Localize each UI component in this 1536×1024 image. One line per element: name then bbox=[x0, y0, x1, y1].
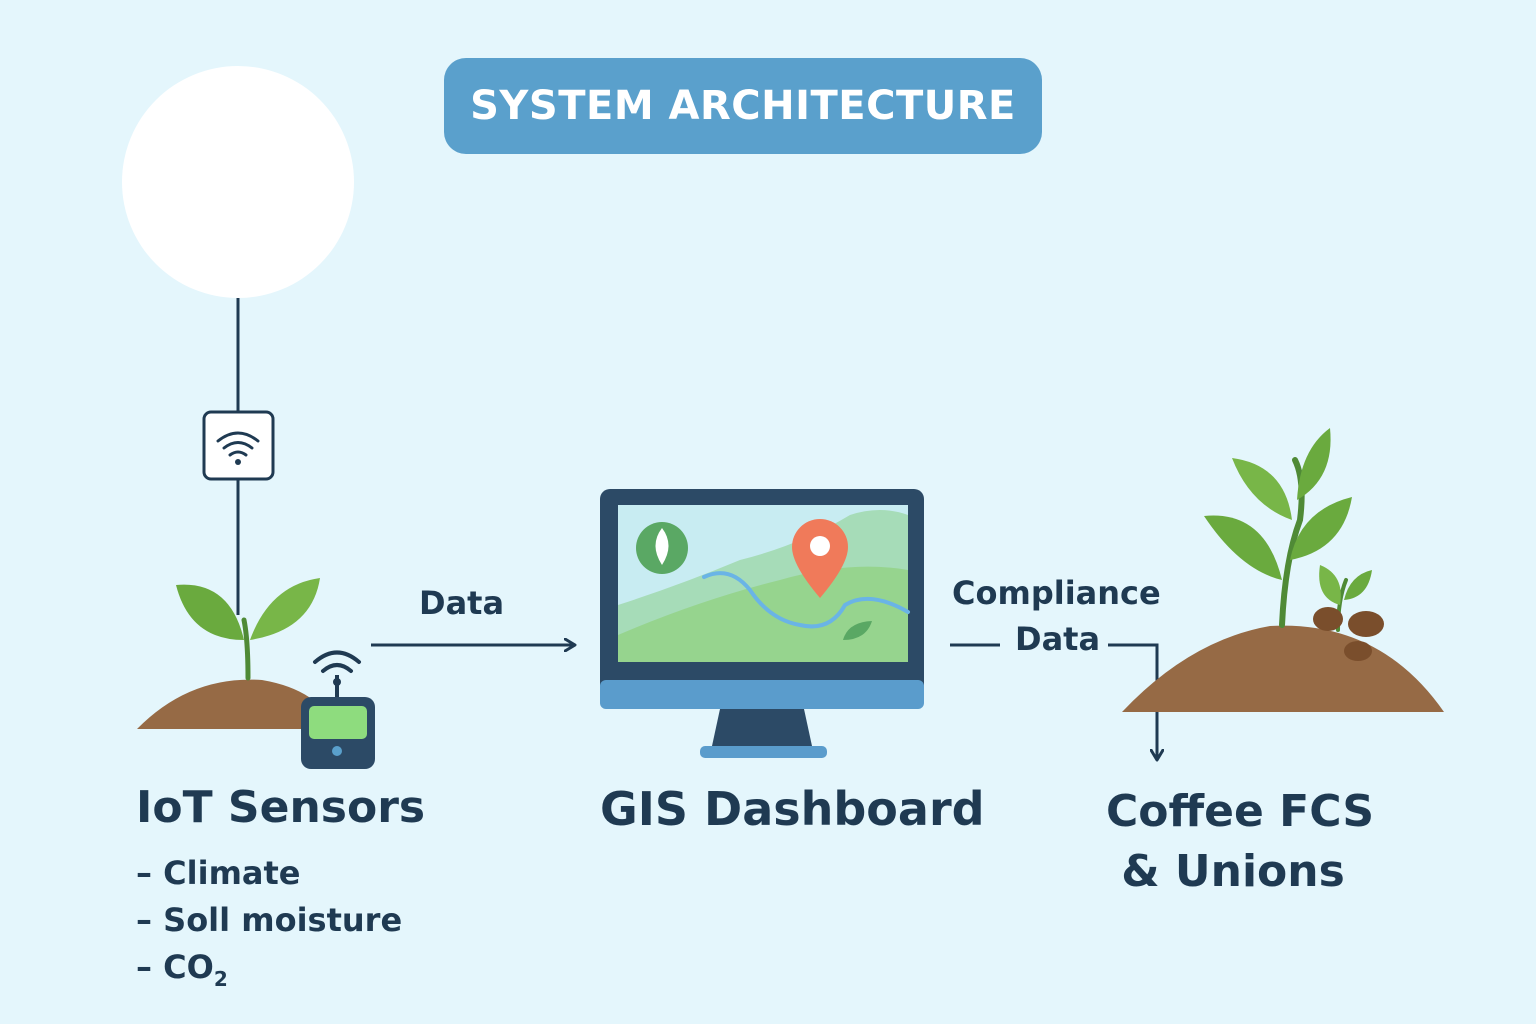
compliance-flow-label-2: Data bbox=[1015, 620, 1101, 658]
diagram-title: SYSTEM ARCHITECTURE bbox=[470, 83, 1016, 129]
satellite-circle bbox=[122, 66, 354, 298]
coffee-beans-icon bbox=[1313, 607, 1384, 661]
plant-icon bbox=[137, 578, 335, 729]
compliance-flow-arrow bbox=[1108, 643, 1157, 760]
sensor-device-icon bbox=[301, 650, 375, 769]
gis-dashboard-label: GIS Dashboard bbox=[600, 782, 985, 836]
iot-sensors-label: IoT Sensors bbox=[136, 782, 426, 833]
coffee-fcs-label: Coffee FCS & Unions bbox=[1106, 782, 1375, 902]
coffee-fcs-line-2: & Unions bbox=[1121, 846, 1345, 897]
sensor-item-co2: – CO2 bbox=[136, 948, 228, 991]
coffee-fcs-line-1: Coffee FCS bbox=[1106, 786, 1375, 837]
wifi-icon bbox=[202, 410, 275, 481]
map-pin-icon bbox=[792, 519, 848, 598]
compliance-flow-label-1: Compliance bbox=[952, 574, 1161, 612]
sensor-item-climate: – Climate bbox=[136, 854, 301, 892]
coffee-plant-icon bbox=[1122, 428, 1444, 712]
leaf-icon bbox=[636, 522, 688, 574]
iot-sensor-list: – Climate – Soll moisture – CO2 bbox=[136, 850, 402, 995]
data-flow-label: Data bbox=[419, 584, 505, 622]
title-banner: SYSTEM ARCHITECTURE bbox=[444, 58, 1042, 154]
sensor-item-soil-moisture: – Soll moisture bbox=[136, 901, 403, 939]
